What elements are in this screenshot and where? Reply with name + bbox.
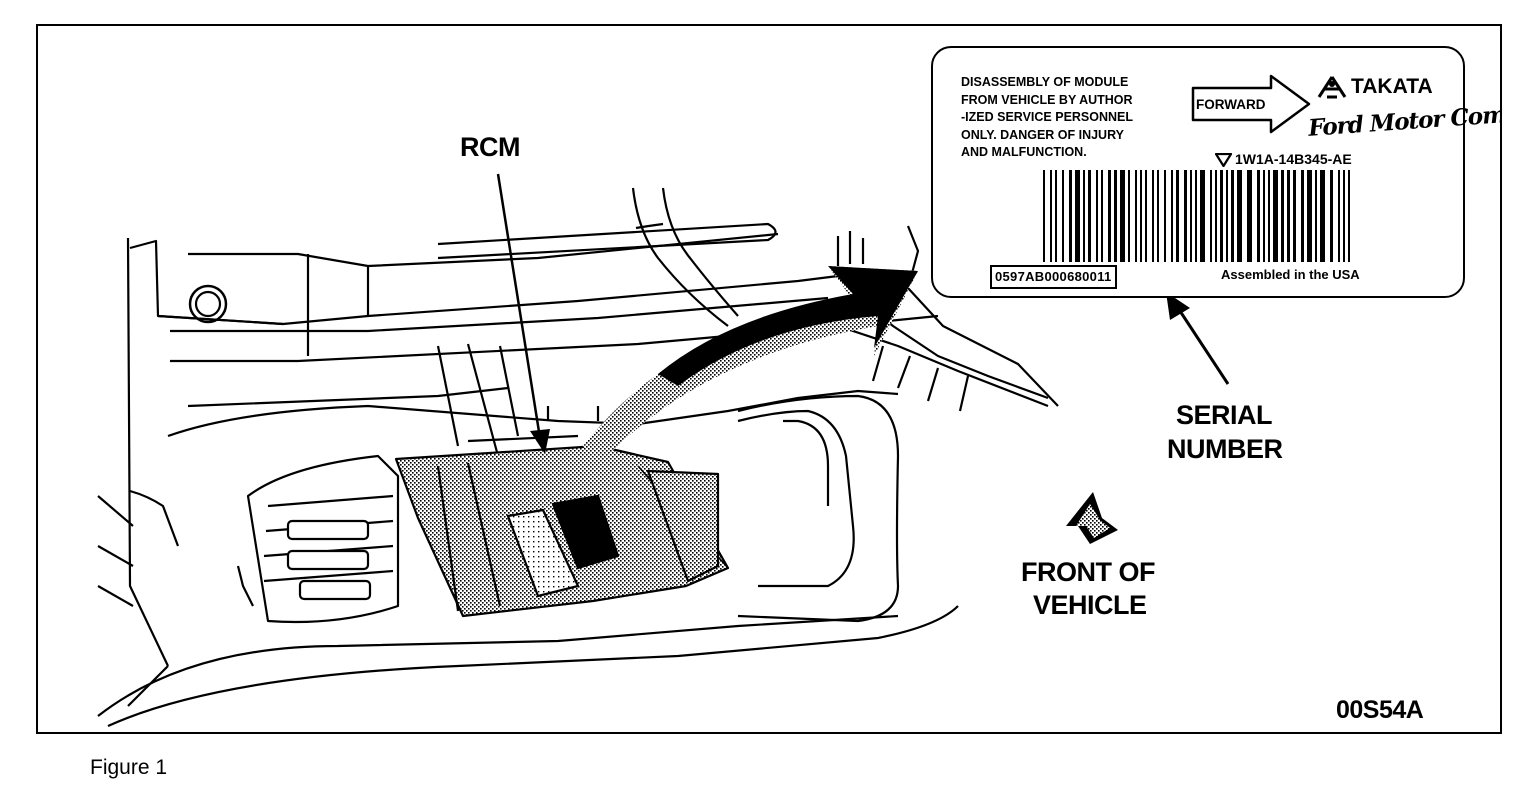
barcode-bar [1055, 170, 1057, 262]
barcode-bar [1237, 170, 1242, 262]
barcode-bar [1281, 170, 1284, 262]
barcode-bar [1157, 170, 1159, 262]
barcode-bar [1135, 170, 1137, 262]
barcode-bar [1069, 170, 1072, 262]
rcm-callout: RCM [460, 132, 521, 162]
barcode-bar [1128, 170, 1130, 262]
barcode-bar [1140, 170, 1142, 262]
barcode-bar [1348, 170, 1350, 262]
rcm-leader-arrow [496, 173, 550, 454]
barcode-bar [1320, 170, 1325, 262]
rcm-connector [236, 454, 400, 624]
warning-line: ONLY. DANGER OF INJURY [961, 127, 1124, 142]
barcode-bar [1096, 170, 1098, 262]
barcode-bar [1307, 170, 1312, 262]
warning-line: AND MALFUNCTION. [961, 145, 1087, 159]
barcode-bar [1145, 170, 1147, 262]
front-of-vehicle-arrow [1066, 492, 1118, 544]
barcode-bar [1293, 170, 1296, 262]
barcode-bar [1184, 170, 1187, 262]
barcode-bar [1176, 170, 1179, 262]
barcode-bar [1101, 170, 1103, 262]
barcode-bar [1190, 170, 1192, 262]
barcode [1043, 170, 1350, 262]
serial-number-value: 0597AB000680011 [990, 265, 1117, 289]
warning-line: DISASSEMBLY OF MODULE [961, 75, 1129, 89]
barcode-bar [1088, 170, 1091, 262]
rcm-location-illustration [97, 173, 1230, 728]
barcode-bar [1062, 170, 1064, 262]
barcode-bar [1114, 170, 1117, 262]
figure-caption: Figure 1 [90, 756, 168, 779]
barcode-bar [1215, 170, 1217, 262]
forward-arrow-icon [1191, 74, 1311, 134]
front-of-vehicle-line2: VEHICLE [1033, 590, 1147, 620]
part-number: 1W1A-14B345-AE [1235, 151, 1352, 167]
barcode-bar [1247, 170, 1252, 262]
serial-number-leader-arrow [1166, 292, 1230, 385]
barcode-bar [1120, 170, 1125, 262]
warning-line: FROM VEHICLE BY AUTHOR [961, 92, 1133, 107]
barcode-bar [1231, 170, 1234, 262]
assembled-in-usa: Assembled in the USA [1221, 267, 1360, 282]
barcode-bar [1273, 170, 1278, 262]
barcode-bar [1164, 170, 1166, 262]
barcode-bar [1050, 170, 1052, 262]
rcm-identification-label: DISASSEMBLY OF MODULE FROM VEHICLE BY AU… [931, 46, 1500, 298]
barcode-bar [1171, 170, 1173, 262]
down-triangle-icon [1215, 153, 1232, 167]
barcode-bar [1195, 170, 1197, 262]
barcode-bar [1343, 170, 1345, 262]
barcode-bar [1315, 170, 1317, 262]
figure-code: 00S54A [1336, 696, 1424, 724]
barcode-bar [1043, 170, 1045, 262]
takata-logo-icon [1317, 76, 1347, 99]
takata-brand: TAKATA [1351, 75, 1433, 98]
label-pointer-arrow [583, 266, 918, 466]
barcode-bar [1226, 170, 1228, 262]
barcode-bar [1287, 170, 1290, 262]
barcode-bar [1257, 170, 1260, 262]
barcode-bar [1200, 170, 1205, 262]
barcode-bar [1075, 170, 1080, 262]
barcode-bar [1268, 170, 1270, 262]
forward-label: FORWARD [1196, 97, 1266, 112]
barcode-bar [1210, 170, 1212, 262]
front-of-vehicle-line1: FRONT OF [1021, 557, 1155, 587]
rcm-module [394, 444, 730, 618]
serial-number-callout-line1: SERIAL [1176, 400, 1273, 430]
vehicle-floor-structure [97, 187, 1059, 728]
barcode-bar [1108, 170, 1111, 262]
barcode-bar [1220, 170, 1223, 262]
barcode-bar [1330, 170, 1333, 262]
barcode-bar [1263, 170, 1265, 262]
warning-text: DISASSEMBLY OF MODULE FROM VEHICLE BY AU… [961, 74, 1201, 162]
barcode-bar [1338, 170, 1340, 262]
diagram-frame: RCM SERIAL NUMBER FRONT OF VEHICLE 00S54… [36, 24, 1502, 734]
barcode-bar [1152, 170, 1154, 262]
barcode-bar [1083, 170, 1085, 262]
barcode-bar [1301, 170, 1304, 262]
warning-line: -IZED SERVICE PERSONNEL [961, 110, 1134, 124]
serial-number-callout-line2: NUMBER [1167, 434, 1283, 464]
